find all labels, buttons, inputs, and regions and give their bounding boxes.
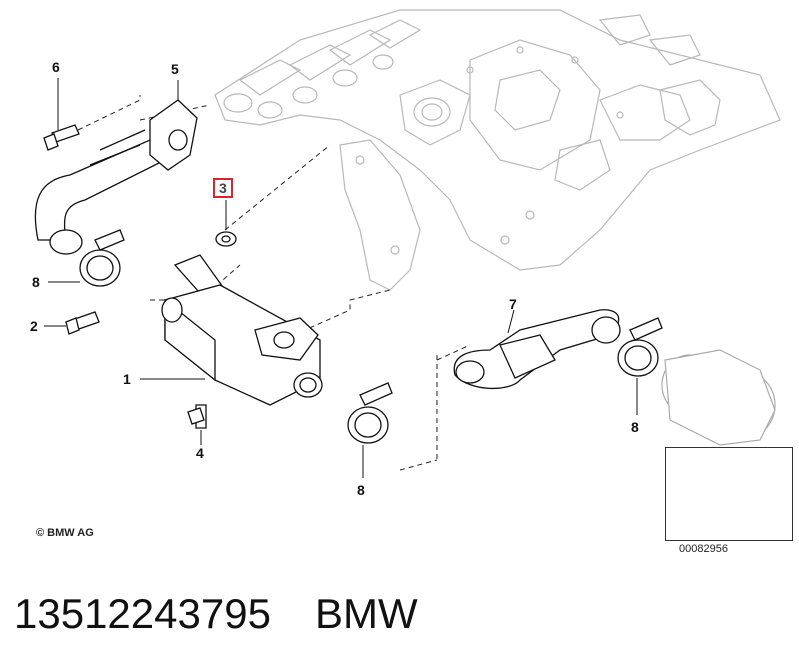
callout-2: 2 <box>30 318 38 334</box>
callout-7: 7 <box>509 296 517 312</box>
copyright-label: © BMW AG <box>36 527 94 539</box>
callout-3-highlighted: 3 <box>213 178 233 198</box>
clamp-part-8-right <box>617 317 663 377</box>
engine-block <box>214 9 781 291</box>
bolt-part-2 <box>65 311 100 335</box>
callout-8-middle: 8 <box>357 482 365 498</box>
washer-part-3 <box>215 231 237 247</box>
callout-1: 1 <box>123 371 131 387</box>
vehicle-inset-frame <box>665 447 793 541</box>
egr-valve <box>661 349 776 446</box>
callout-8-left: 8 <box>32 274 40 290</box>
diagram-code: 00082956 <box>679 543 728 555</box>
pipe-part-5 <box>34 99 198 255</box>
callout-6: 6 <box>52 59 60 75</box>
bolt-part-6 <box>43 124 80 151</box>
part-number: 13512243795 <box>14 590 271 637</box>
clamp-part-8-middle <box>347 382 393 444</box>
callout-4: 4 <box>196 445 204 461</box>
pipe-part-7 <box>453 309 621 390</box>
cooler-part-1 <box>161 254 323 406</box>
clamp-part-8-left <box>79 229 125 287</box>
part-number-caption: 13512243795 BMW <box>14 590 418 638</box>
bolt-part-4 <box>187 404 207 429</box>
callout-5: 5 <box>171 61 179 77</box>
brand-name: BMW <box>314 590 418 637</box>
callout-8-right: 8 <box>631 419 639 435</box>
callout-lines <box>44 78 638 478</box>
